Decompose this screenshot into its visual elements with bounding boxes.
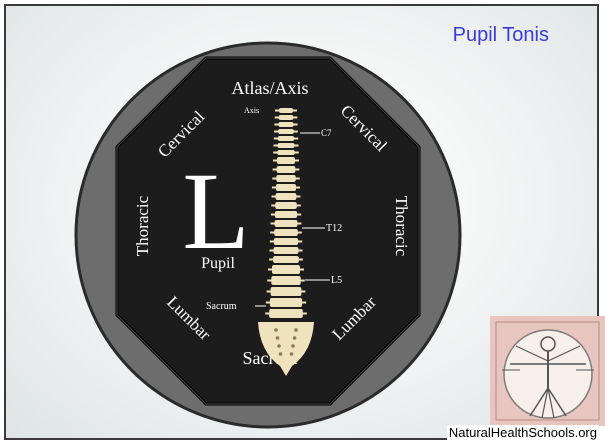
vertebra-process	[266, 302, 306, 304]
vertebra-process	[275, 110, 297, 112]
vertebra-process	[269, 259, 303, 261]
region-label-right: Thoracic	[392, 196, 411, 257]
region-label-left: Thoracic	[133, 195, 152, 256]
sacral-foramen	[276, 336, 280, 340]
sacral-foramen	[277, 344, 281, 348]
vertebra-process	[274, 145, 299, 147]
vertebra-process	[271, 214, 301, 216]
sacral-foramen	[274, 328, 278, 332]
sacral-foramen	[293, 336, 297, 340]
vertebra-process	[270, 241, 302, 243]
spine-label-sacrum: Sacrum	[206, 301, 237, 312]
pupil-label: Pupil	[201, 255, 235, 272]
vertebra-process	[268, 269, 304, 271]
vertebra-process	[272, 178, 299, 180]
vertebra-process	[272, 196, 301, 198]
vertebra-process	[272, 187, 300, 189]
vertebra-process	[273, 152, 299, 154]
vertebra-process	[274, 124, 297, 126]
vertebra-process	[267, 291, 306, 293]
spine-label-c7: C7	[321, 128, 332, 138]
spine-label-axis: Axis	[244, 106, 259, 115]
vertebra-process	[271, 205, 301, 207]
region-label-top: Atlas/Axis	[231, 78, 308, 98]
sacral-foramen	[279, 352, 283, 356]
website-label: NaturalHealthSchools.org	[447, 425, 599, 440]
sacral-foramen	[291, 344, 295, 348]
vertebra-process	[273, 169, 300, 171]
vertebra-process	[265, 313, 307, 315]
vertebra-process	[273, 160, 299, 162]
big-letter: L	[182, 150, 249, 272]
vertebra-process	[271, 223, 302, 225]
spine-label-t12: T12	[326, 223, 342, 234]
sacral-foramen	[290, 352, 294, 356]
spine-label-l5: L5	[331, 275, 342, 286]
vertebra-process	[270, 232, 302, 234]
vertebra-process	[275, 117, 298, 119]
sacral-foramen	[294, 328, 298, 332]
vitruvian-man-icon	[490, 316, 605, 426]
vertebra-process	[267, 280, 304, 282]
vertebra-process	[270, 250, 303, 252]
vertebra-process	[274, 131, 298, 133]
vertebra-process	[274, 138, 298, 140]
